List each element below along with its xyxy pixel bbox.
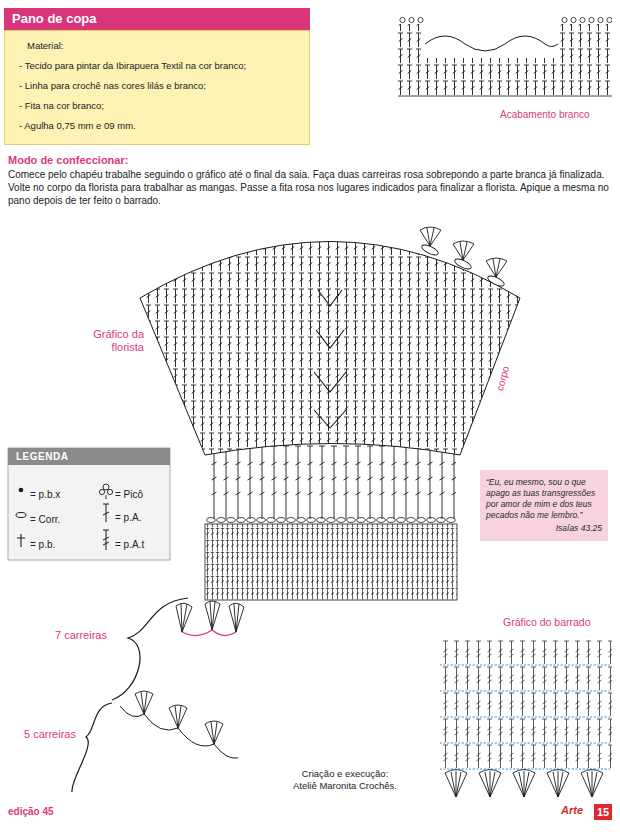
picot-symbol — [103, 484, 109, 490]
legend-box — [8, 448, 170, 560]
section-heading: Modo de confeccionar: — [8, 153, 128, 167]
chart-caption: Gráfico da florista — [80, 328, 144, 354]
chain-row — [206, 516, 456, 524]
edging-picots — [560, 16, 612, 24]
legend-header: LEGENDA — [8, 448, 170, 465]
node-text: - Tecido para pintar da Ibirapuera Texti… — [19, 60, 295, 72]
bracket — [112, 598, 188, 700]
edging-stitches — [398, 58, 612, 96]
sleeve-clusters — [420, 227, 507, 288]
single-crochet-symbol — [17, 534, 25, 547]
body-outline — [140, 242, 520, 456]
waist-posts — [208, 445, 456, 520]
border-chart — [445, 770, 467, 798]
row-sketches — [72, 598, 244, 792]
edging-base — [398, 96, 612, 97]
node-text: LEGENDA — [16, 450, 162, 463]
node-text: Material: — [19, 40, 295, 52]
node-text: - Linha para crochê nas cores lilás e br… — [19, 80, 295, 92]
edging-stitches — [398, 24, 425, 58]
border-chart — [547, 770, 569, 798]
legend-text: = p.b.x — [30, 489, 60, 500]
row-sketches — [176, 601, 244, 607]
skirt-stitches — [205, 524, 457, 600]
legend-entry: = Picô — [115, 484, 143, 502]
legend-entry: = p.A. — [115, 507, 141, 525]
chart-caption: Acabamento branco — [500, 108, 590, 121]
row-sketches — [205, 721, 223, 744]
border-chart — [479, 770, 501, 798]
picot-symbol — [107, 489, 112, 494]
treble-crochet-symbol — [103, 530, 109, 550]
slip-stitch-symbol — [19, 488, 24, 493]
border-chart — [513, 770, 535, 798]
legend-entry: = Corr. — [30, 509, 60, 527]
instructions: Comece pelo chapéu trabalhe seguindo o g… — [8, 168, 612, 207]
page-title: Pano de copa — [12, 11, 97, 27]
row-count: 5 carreiras — [24, 727, 76, 741]
picot-symbol — [99, 489, 104, 494]
node-text: Isaías 43.25 — [486, 523, 602, 534]
part-name: corpo — [493, 365, 512, 393]
sleeve-clusters — [453, 241, 474, 260]
row-sketches — [120, 706, 238, 758]
chain-symbol — [16, 513, 26, 518]
quote-box: “Eu, eu mesmo, sou o que apago as tuas t… — [480, 470, 608, 541]
legend-text: = Corr. — [30, 514, 60, 525]
bracket — [72, 703, 112, 792]
sleeve-clusters — [420, 227, 441, 246]
increase-marks — [314, 290, 346, 428]
legend-box — [8, 448, 170, 560]
border-chart — [440, 640, 612, 797]
legend-text: = p.A.t — [115, 539, 144, 550]
node-text: 15 — [594, 804, 612, 820]
legend-text: = p.b. — [30, 539, 55, 550]
legend-entry: = p.b.x — [30, 484, 60, 502]
node-text: “Eu, eu mesmo, sou o que apago as tuas t… — [486, 477, 602, 521]
double-crochet-symbol — [103, 504, 109, 522]
sleeve-clusters — [486, 258, 507, 277]
picot-symbol — [99, 484, 112, 499]
edging-chart — [398, 16, 612, 96]
edging-picots — [398, 16, 425, 24]
credits: Criação e execução: Ateliê Maronita Croc… — [290, 768, 400, 792]
legend-text: = p.A. — [115, 512, 141, 523]
legend-entry: = p.A.t — [115, 534, 144, 552]
magazine-logo: Arte — [561, 803, 583, 817]
row-count: 7 carreiras — [55, 628, 107, 642]
node-text: - Agulha 0,75 mm e 09 mm. — [19, 120, 295, 132]
row-sketches — [182, 630, 236, 636]
node-text: - Fita na cor branco; — [19, 100, 295, 112]
edging-chain — [425, 36, 558, 51]
picot-symbol — [106, 495, 107, 499]
body-stitches — [130, 230, 530, 460]
material-box: Material: - Tecido para pintar da Ibirapu… — [4, 30, 310, 145]
florist-chart — [130, 227, 530, 600]
legend-text: = Picô — [115, 489, 143, 500]
page-number: 15 — [594, 804, 612, 820]
edging-stitches — [558, 24, 612, 58]
issue-number: edição 45 — [8, 805, 54, 818]
row-sketches — [135, 691, 153, 714]
row-sketches — [176, 602, 244, 632]
title-band — [4, 8, 310, 30]
row-sketches — [169, 705, 187, 728]
border-chart — [581, 770, 603, 798]
legend-entry: = p.b. — [30, 534, 55, 552]
border-stitches — [440, 640, 612, 770]
chart-caption: Gráfico do barrado — [503, 616, 591, 629]
